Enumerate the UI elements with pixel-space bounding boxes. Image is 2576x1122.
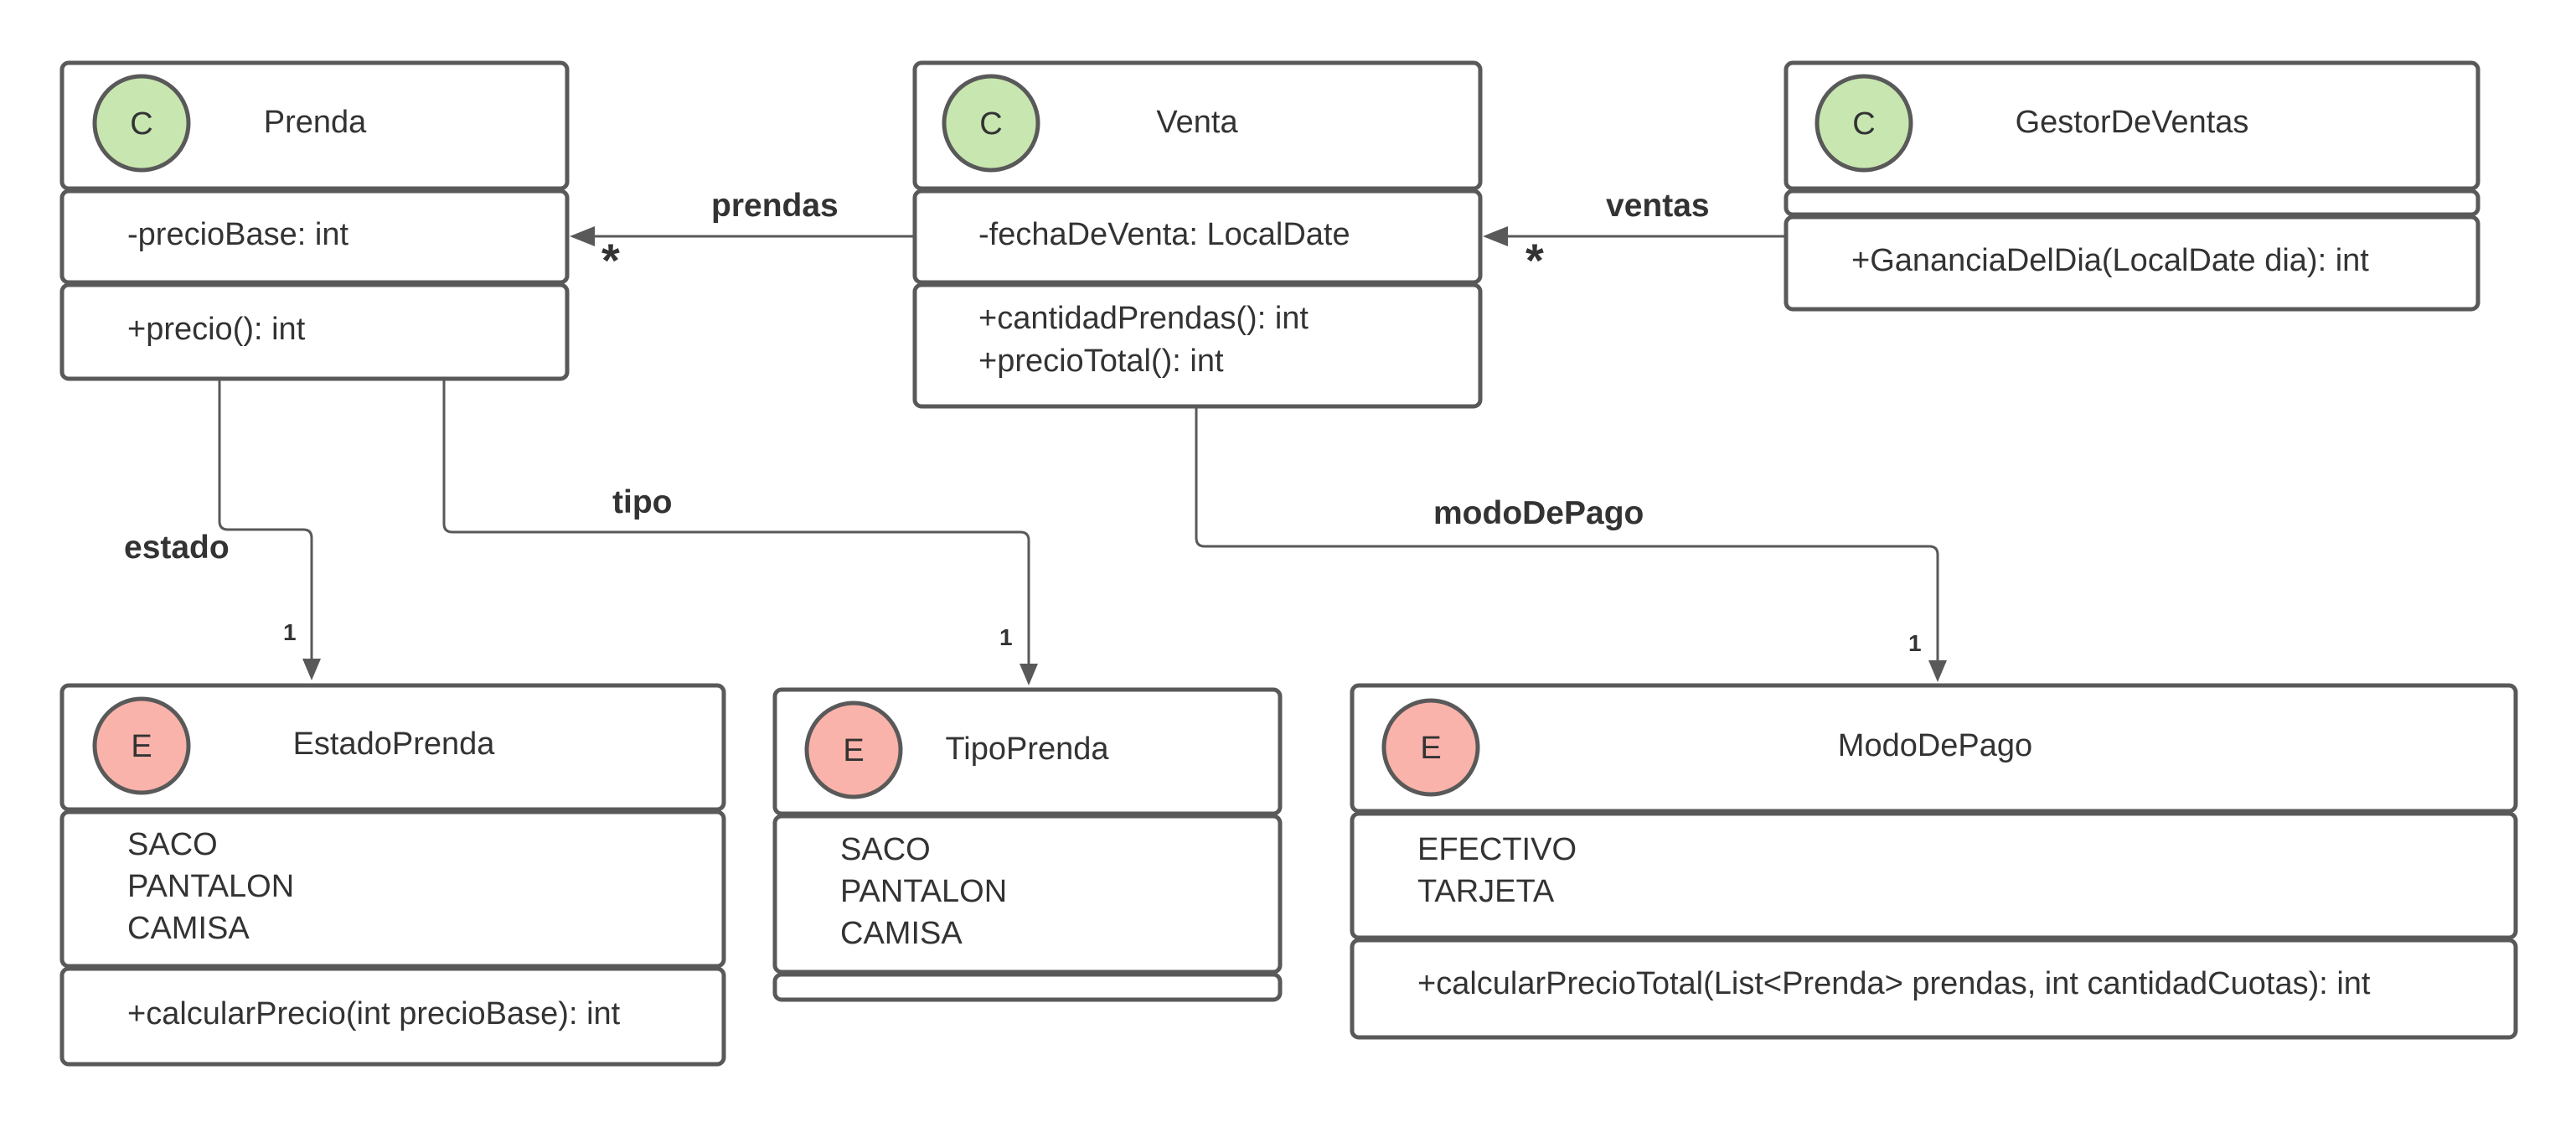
enum-stereotype: E (131, 729, 152, 764)
multiplicity-ventas: * (1525, 234, 1544, 287)
enum-name-modo-de-pago: ModoDePago (1838, 728, 2032, 763)
association-modo-de-pago: modoDePago 1 (1195, 406, 1947, 682)
values-compartment (772, 814, 1283, 975)
association-estado: estado 1 (124, 379, 321, 680)
association-label-modo-de-pago: modoDePago (1433, 495, 1644, 531)
arrowhead-icon (1928, 660, 1947, 682)
enum-estado-prenda[interactable]: E EstadoPrenda SACO PANTALON CAMISA +cal… (59, 683, 726, 1067)
method: +precio(): int (127, 312, 306, 347)
methods-compartment (1350, 938, 2518, 1040)
enum-value: CAMISA (127, 911, 250, 946)
class-prenda[interactable]: C Prenda -precioBase: int +precio(): int (59, 60, 570, 381)
class-badge-icon (942, 74, 1040, 173)
class-stereotype: C (979, 106, 1002, 142)
method: +cantidadPrendas(): int (978, 301, 1309, 336)
enum-stereotype: E (1420, 731, 1441, 766)
multiplicity-modo-de-pago: 1 (1908, 630, 1922, 656)
values-compartment (1350, 811, 2518, 940)
class-stereotype: C (130, 106, 152, 142)
methods-compartment (59, 966, 726, 1067)
enum-modo-de-pago[interactable]: E ModoDePago EFECTIVO TARJETA +calcularP… (1350, 683, 2518, 1040)
arrowhead-icon (1483, 226, 1508, 246)
class-name-venta: Venta (1156, 105, 1238, 140)
class-stereotype: C (1852, 106, 1875, 142)
class-badge-icon (1815, 74, 1913, 173)
association-ventas: ventas * (1483, 188, 1784, 287)
method: +calcularPrecioTotal(List<Prenda> prenda… (1417, 966, 2371, 1001)
multiplicity-prendas: * (601, 234, 620, 287)
enum-value: TARJETA (1417, 874, 1555, 909)
multiplicity-estado: 1 (283, 619, 297, 645)
attribute: -precioBase: int (127, 217, 348, 252)
arrowhead-icon (1020, 664, 1038, 685)
method: +GananciaDelDia(LocalDate dia): int (1851, 243, 2369, 278)
attributes-compartment (59, 189, 570, 285)
multiplicity-tipo: 1 (999, 624, 1013, 650)
association-label-tipo: tipo (612, 484, 672, 520)
enum-value: PANTALON (127, 869, 294, 904)
methods-compartment (772, 972, 1283, 1002)
methods-compartment (912, 282, 1483, 409)
association-label-estado: estado (124, 530, 230, 566)
enum-badge-icon (92, 696, 191, 795)
enum-value: EFECTIVO (1417, 832, 1577, 867)
association-label-ventas: ventas (1606, 188, 1710, 224)
values-compartment (59, 809, 726, 969)
methods-compartment (1784, 215, 2480, 312)
enum-value: SACO (840, 832, 931, 867)
attribute: -fechaDeVenta: LocalDate (978, 217, 1350, 252)
enum-badge-icon (1381, 698, 1480, 797)
class-name-prenda: Prenda (264, 105, 367, 140)
arrowhead-icon (302, 659, 321, 680)
arrowhead-icon (570, 226, 595, 246)
association-prendas: prendas * (570, 188, 915, 287)
class-venta[interactable]: C Venta -fechaDeVenta: LocalDate +cantid… (912, 60, 1483, 409)
methods-compartment (59, 282, 570, 381)
enum-value: PANTALON (840, 874, 1007, 909)
association-tipo: tipo 1 (442, 379, 1038, 685)
association-label-prendas: prendas (711, 188, 839, 224)
class-gestor-de-ventas[interactable]: C GestorDeVentas +GananciaDelDia(LocalDa… (1784, 60, 2480, 312)
class-badge-icon (92, 74, 191, 173)
method: +calcularPrecio(int precioBase): int (127, 996, 621, 1032)
enum-badge-icon (804, 701, 903, 799)
method: +precioTotal(): int (978, 344, 1224, 379)
attributes-compartment (912, 189, 1483, 285)
enum-value: CAMISA (840, 916, 963, 951)
enum-name-tipo-prenda: TipoPrenda (945, 732, 1109, 767)
enum-name-estado-prenda: EstadoPrenda (293, 726, 496, 762)
enum-value: SACO (127, 827, 218, 862)
class-name-gestor-de-ventas: GestorDeVentas (2016, 105, 2249, 140)
attributes-compartment (1784, 189, 2480, 217)
enum-tipo-prenda[interactable]: E TipoPrenda SACO PANTALON CAMISA (772, 687, 1283, 1002)
enum-stereotype: E (843, 733, 864, 768)
